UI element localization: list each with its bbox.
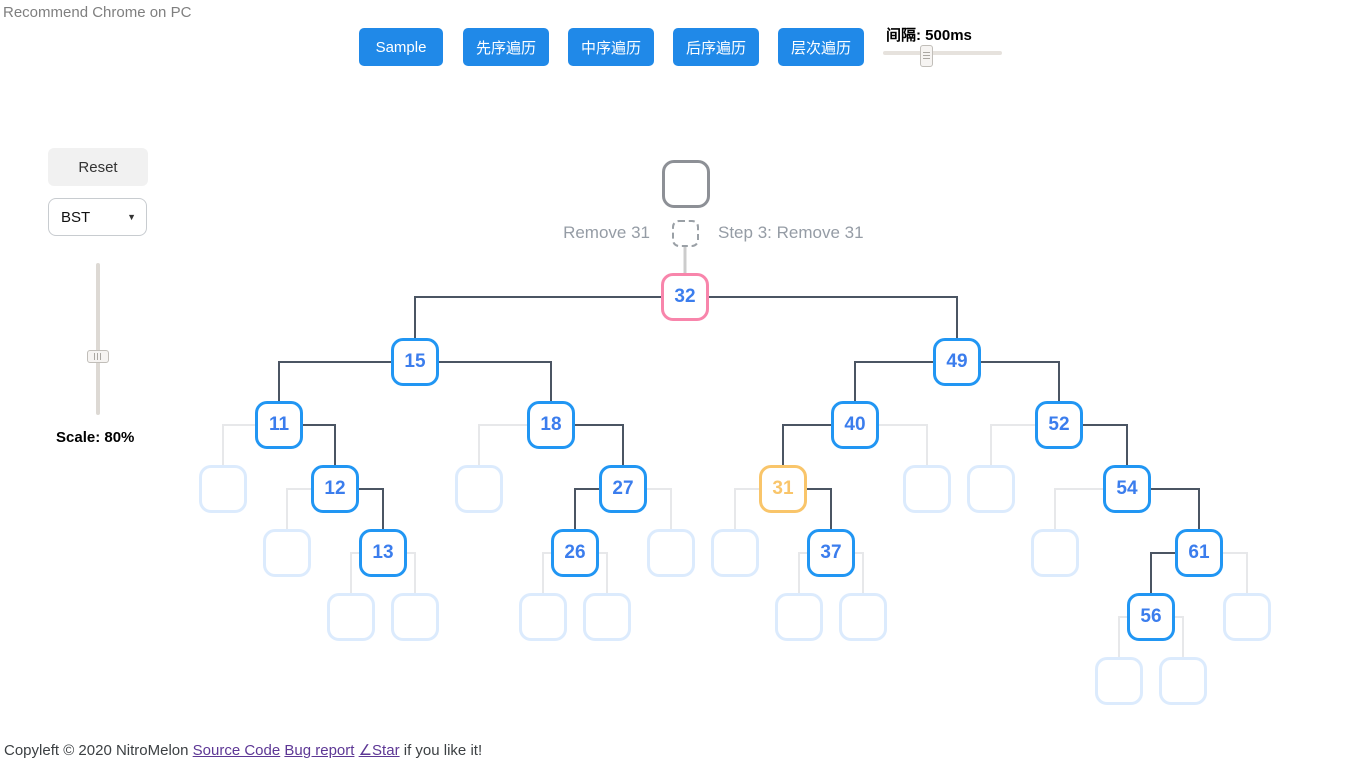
tree-node-31[interactable]: 31 — [759, 465, 807, 513]
browser-recommendation: Recommend Chrome on PC — [3, 4, 192, 21]
levelorder-traversal-button[interactable]: 层次遍历 — [778, 28, 864, 66]
empty-node-slot — [839, 593, 887, 641]
empty-node-slot — [583, 593, 631, 641]
reset-button[interactable]: Reset — [48, 148, 148, 186]
bug-report-link[interactable]: Bug report — [284, 742, 355, 759]
tree-node-61[interactable]: 61 — [1175, 529, 1223, 577]
footer-suffix-text: if you like it! — [403, 742, 483, 759]
empty-node-slot — [1095, 657, 1143, 705]
tree-node-52[interactable]: 52 — [1035, 401, 1083, 449]
interval-label: 间隔: 500ms — [886, 27, 972, 44]
empty-node-slot — [455, 465, 503, 513]
tree-node-27[interactable]: 27 — [599, 465, 647, 513]
empty-node-slot — [647, 529, 695, 577]
action-caption: Remove 31 — [563, 223, 650, 242]
interval-slider-thumb[interactable] — [920, 45, 933, 67]
empty-node-slot — [903, 465, 951, 513]
footer: Copyleft © 2020 NitroMelon Source Code B… — [4, 741, 482, 759]
pending-node-slot — [662, 160, 710, 208]
grip-lines-icon — [94, 353, 102, 360]
scale-slider-thumb[interactable] — [87, 350, 109, 363]
scale-slider-track[interactable] — [96, 263, 100, 415]
empty-node-slot — [775, 593, 823, 641]
tree-node-40[interactable]: 40 — [831, 401, 879, 449]
interval-slider-track[interactable] — [883, 51, 1002, 55]
tree-node-15[interactable]: 15 — [391, 338, 439, 386]
tree-type-value: BST — [61, 208, 91, 226]
source-code-link[interactable]: Source Code — [192, 742, 281, 759]
sample-button[interactable]: Sample — [359, 28, 443, 66]
tree-node-26[interactable]: 26 — [551, 529, 599, 577]
tree-node-56[interactable]: 56 — [1127, 593, 1175, 641]
footer-copyleft-text: Copyleft © 2020 NitroMelon — [4, 742, 189, 759]
star-link[interactable]: ∠Star — [358, 742, 400, 759]
step-caption: Step 3: Remove 31 — [718, 223, 864, 242]
empty-node-slot — [327, 593, 375, 641]
tree-type-select[interactable]: BST ▼ — [48, 198, 147, 236]
inorder-traversal-button[interactable]: 中序遍历 — [568, 28, 654, 66]
dashed-placeholder-node — [671, 219, 699, 247]
tree-node-18[interactable]: 18 — [527, 401, 575, 449]
empty-node-slot — [391, 593, 439, 641]
caret-down-icon: ▼ — [127, 212, 136, 222]
tree-node-54[interactable]: 54 — [1103, 465, 1151, 513]
tree-node-13[interactable]: 13 — [359, 529, 407, 577]
tree-node-11[interactable]: 11 — [255, 401, 303, 449]
grip-lines-icon — [923, 52, 930, 60]
empty-node-slot — [1223, 593, 1271, 641]
empty-node-slot — [967, 465, 1015, 513]
tree-node-49[interactable]: 49 — [933, 338, 981, 386]
empty-node-slot — [263, 529, 311, 577]
scale-label: Scale: 80% — [56, 429, 135, 446]
preorder-traversal-button[interactable]: 先序遍历 — [463, 28, 549, 66]
empty-node-slot — [199, 465, 247, 513]
empty-node-slot — [519, 593, 567, 641]
tree-node-12[interactable]: 12 — [311, 465, 359, 513]
empty-node-slot — [1031, 529, 1079, 577]
tree-node-32[interactable]: 32 — [661, 273, 709, 321]
empty-node-slot — [1159, 657, 1207, 705]
empty-node-slot — [711, 529, 759, 577]
tree-node-37[interactable]: 37 — [807, 529, 855, 577]
postorder-traversal-button[interactable]: 后序遍历 — [673, 28, 759, 66]
